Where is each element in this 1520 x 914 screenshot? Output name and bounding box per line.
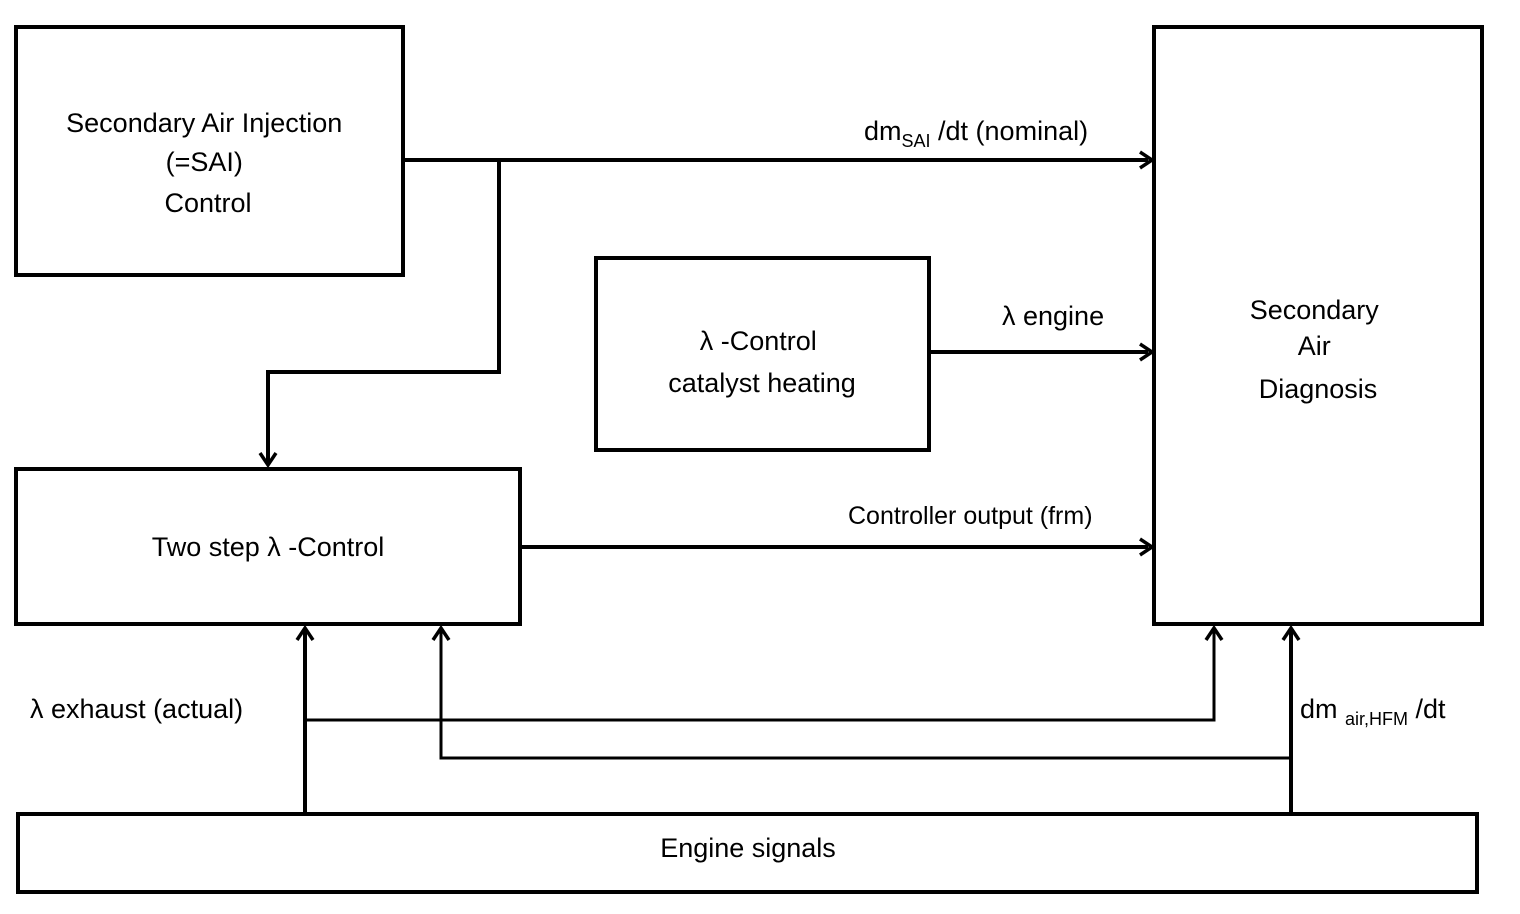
arrowhead-exhaust-to-diagnosis [1204, 624, 1224, 641]
diagnosis-block [1152, 25, 1484, 626]
wire-dm-air-to-two-step [439, 630, 1291, 760]
two-step-control-label: Two step λ -Control [152, 532, 385, 562]
controller-output-label: Controller output (frm) [848, 502, 1093, 530]
dm-air-sub: air,HFM [1345, 709, 1408, 729]
sai-control-line2: (=SAI) [166, 147, 243, 177]
dm-sai-tail: /dt (nominal) [931, 116, 1089, 146]
lambda-catalyst-line2: catalyst heating [668, 368, 856, 398]
wire-sai-to-two-step [266, 160, 501, 462]
lambda-exhaust-label: λ exhaust (actual) [30, 694, 243, 724]
arrowhead-dm-air-to-two-step [431, 624, 451, 641]
dm-sai-label: dmSAI /dt (nominal) [864, 116, 1088, 151]
lambda-engine-label: λ engine [1002, 301, 1104, 331]
diagnosis-line1: Secondary [1250, 295, 1380, 325]
lambda-catalyst-line1: λ -Control [700, 326, 817, 356]
sai-control-block [14, 25, 405, 277]
dm-sai-main: dm [864, 116, 902, 146]
two-step-control-block [14, 467, 522, 626]
wire-exhaust-to-diagnosis [305, 630, 1216, 722]
diagnosis-line3: Diagnosis [1259, 374, 1378, 404]
arrowhead-sai-to-two-step [258, 452, 278, 469]
dm-air-main: dm [1300, 694, 1345, 724]
lambda-catalyst-label: λ -Control catalyst heating [668, 326, 856, 398]
diagnosis-label: Secondary Air Diagnosis [1250, 295, 1387, 404]
dm-air-label: dm air,HFM /dt [1300, 694, 1446, 729]
dm-air-tail: /dt [1408, 694, 1446, 724]
engine-signals-label: Engine signals [660, 833, 836, 863]
dm-sai-sub: SAI [902, 131, 931, 151]
engine-signals-block [16, 812, 1479, 894]
diagnosis-line2: Air [1298, 331, 1331, 361]
sai-control-line3: Control [164, 188, 251, 218]
arrowhead-dm-air-to-diagnosis [1281, 624, 1301, 641]
arrowhead-exhaust-to-two-step [295, 624, 315, 641]
sai-control-label: Secondary Air Injection (=SAI) Control [66, 108, 350, 218]
lambda-catalyst-block [594, 256, 931, 452]
sai-control-line1: Secondary Air Injection [66, 108, 342, 138]
